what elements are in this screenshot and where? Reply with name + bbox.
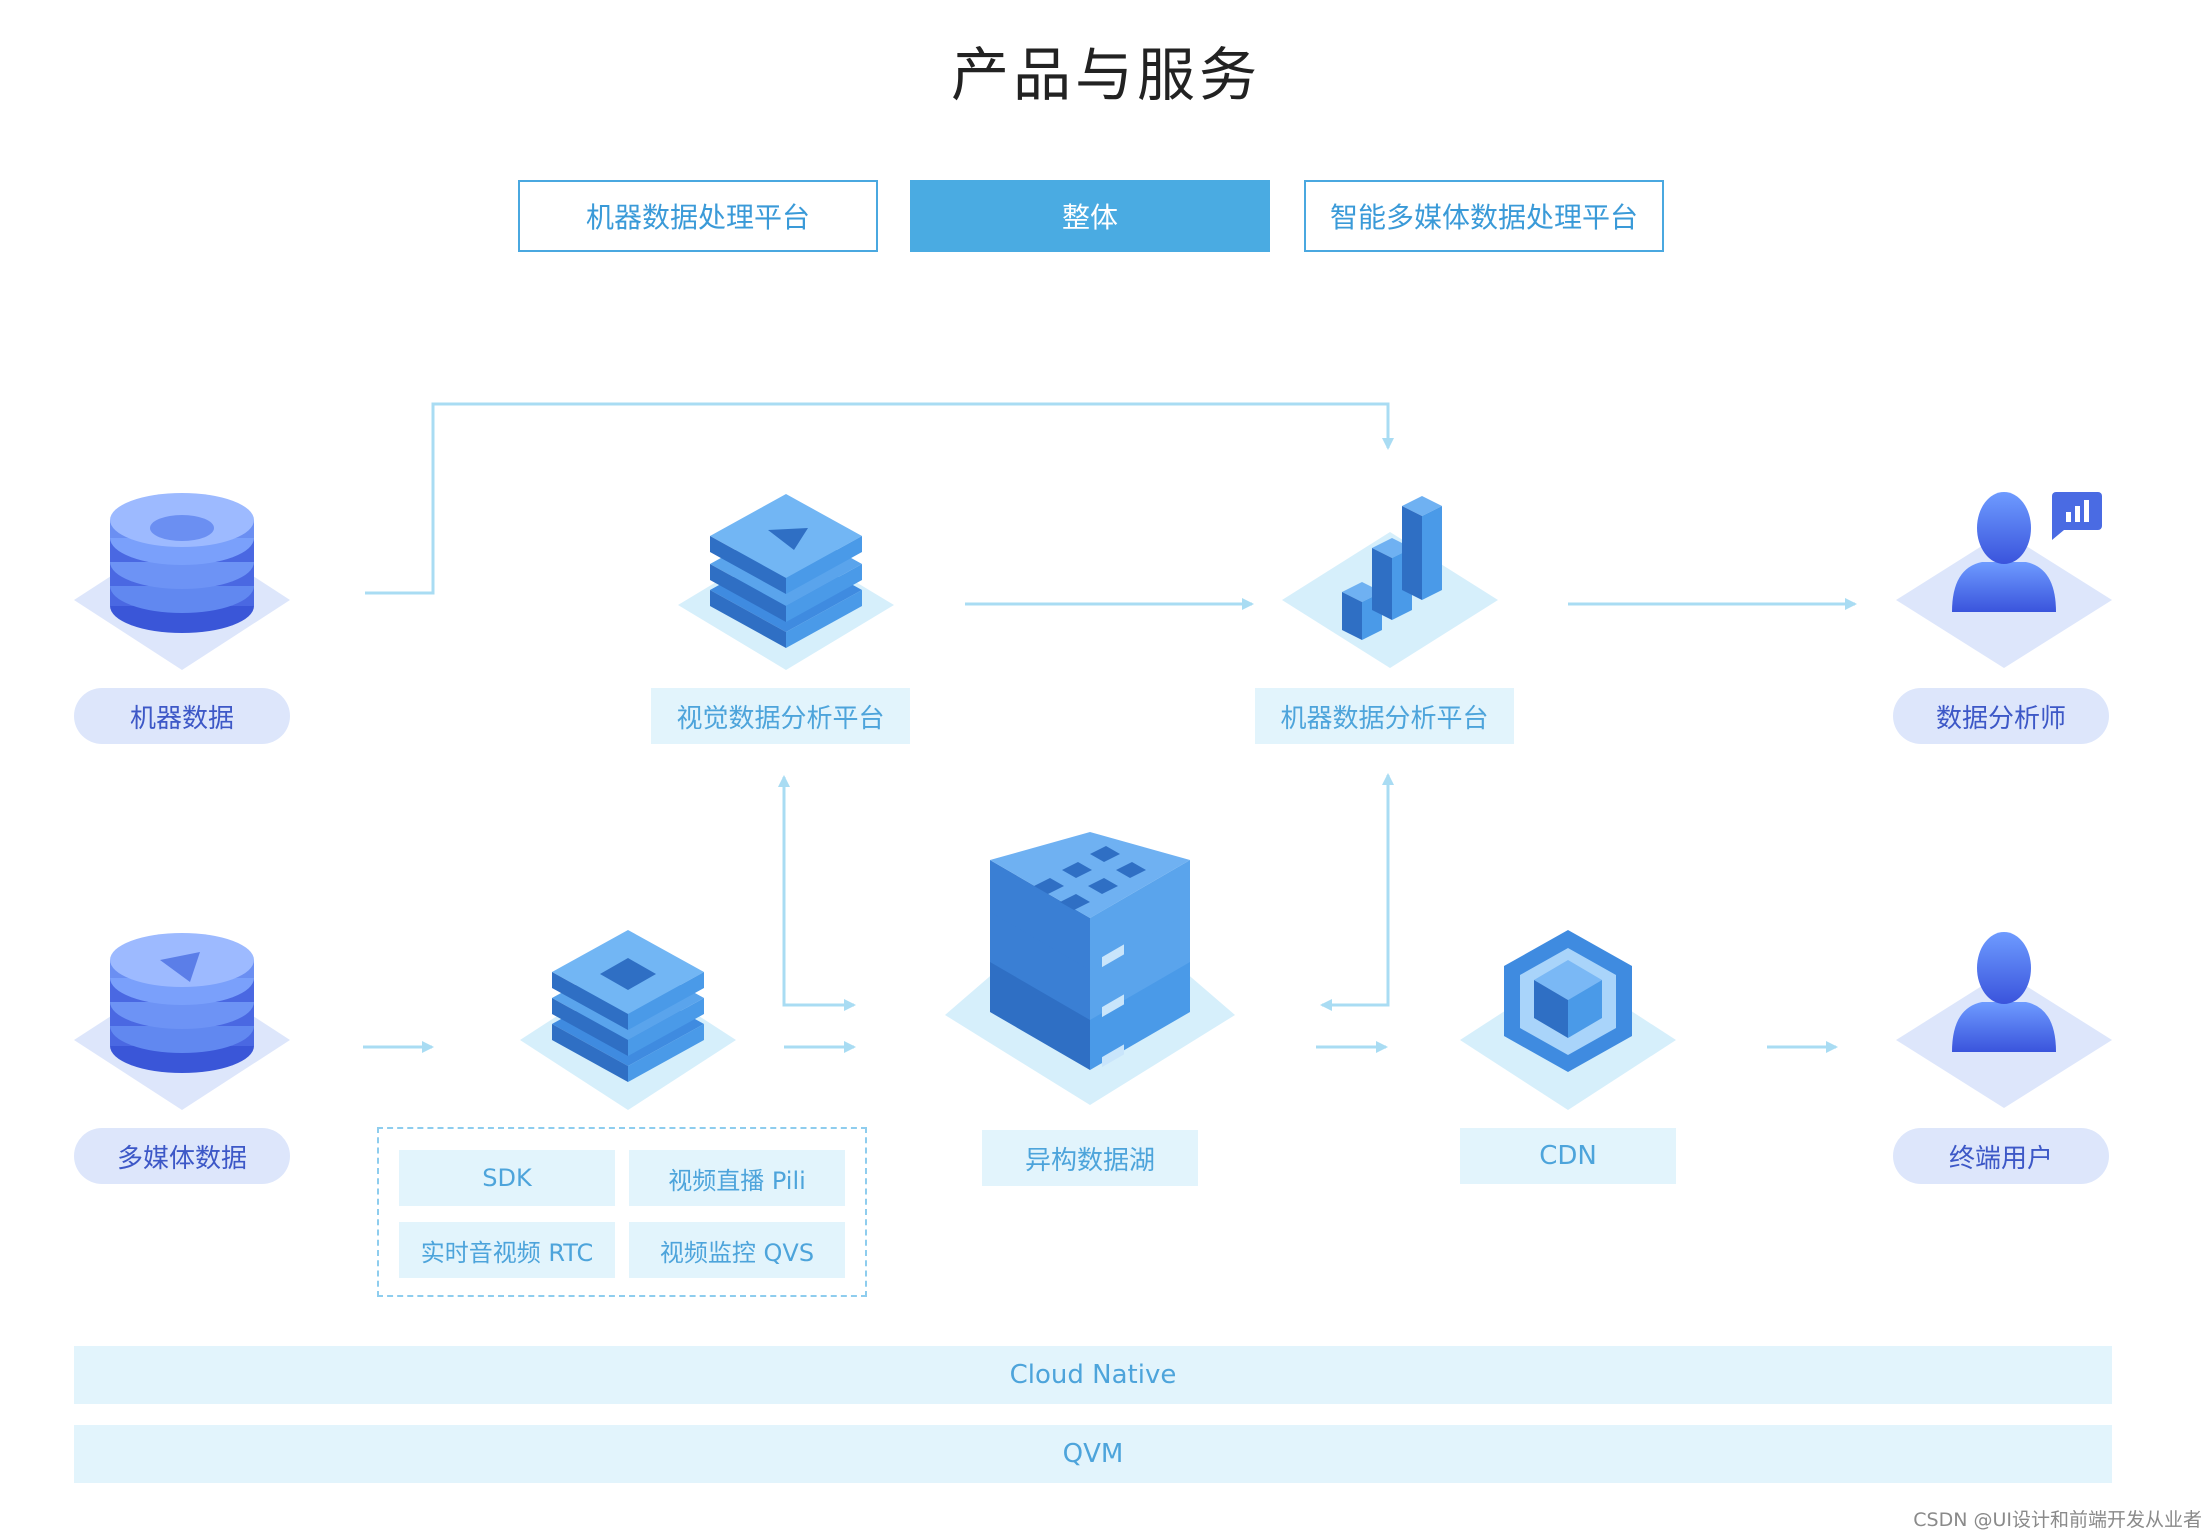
node-multimedia-data: 多媒体数据 [74, 1128, 290, 1184]
watermark: CSDN @UI设计和前端开发从业者 [1913, 1509, 2202, 1531]
tab-machine-data-platform[interactable]: 机器数据处理平台 [518, 180, 878, 252]
user-person-icon [1896, 932, 2112, 1108]
tab-overall[interactable]: 整体 [910, 180, 1270, 252]
product-qvs: 视频监控 QVS [629, 1222, 845, 1278]
connector-visual-to-lake [782, 790, 856, 1011]
node-data-lake: 异构数据湖 [982, 1130, 1198, 1186]
connectors [363, 402, 1857, 1053]
layers-stack-icon [678, 494, 894, 670]
node-machine-platform: 机器数据分析平台 [1255, 688, 1514, 744]
connector-analysis-to-lake [1320, 787, 1390, 1011]
chat-badge-icon [2052, 492, 2102, 540]
product-rtc: 实时音视频 RTC [399, 1222, 615, 1278]
bar-chart-icon [1282, 496, 1498, 668]
layer-cloud-native: Cloud Native [74, 1346, 2112, 1404]
node-data-analyst: 数据分析师 [1893, 688, 2109, 744]
product-pili: 视频直播 Pili [629, 1150, 845, 1206]
node-end-user: 终端用户 [1893, 1128, 2109, 1184]
node-cdn: CDN [1460, 1128, 1676, 1184]
analyst-person-icon [1896, 492, 2112, 668]
node-machine-data: 机器数据 [74, 688, 290, 744]
cdn-cube-icon [1460, 930, 1676, 1110]
tab-multimedia-platform[interactable]: 智能多媒体数据处理平台 [1304, 180, 1664, 252]
layer-qvm: QVM [74, 1425, 2112, 1483]
media-database-icon [74, 933, 290, 1110]
database-icon [74, 493, 290, 670]
product-sdk: SDK [399, 1150, 615, 1206]
node-visual-platform: 视觉数据分析平台 [651, 688, 910, 744]
page-title: 产品与服务 [950, 41, 1261, 109]
connector-machine-to-analysis [365, 402, 1394, 595]
product-group [377, 1127, 867, 1297]
server-stack-icon [945, 832, 1235, 1105]
media-layers-icon [520, 930, 736, 1110]
